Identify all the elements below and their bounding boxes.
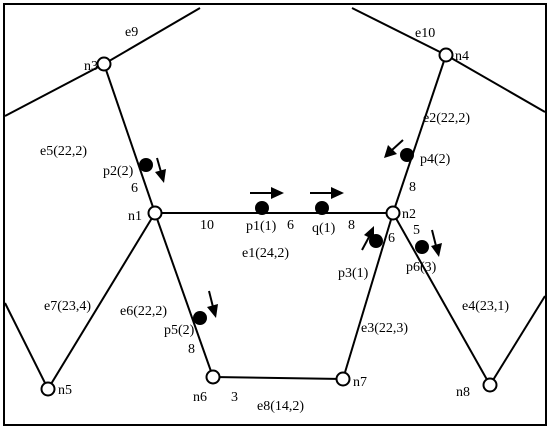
edge-label-e6: e6(22,2) bbox=[120, 304, 167, 319]
edge-e6 bbox=[154, 212, 214, 378]
node-n1 bbox=[147, 205, 163, 221]
edge-e3 bbox=[342, 212, 394, 380]
arrow-down-icon bbox=[431, 229, 442, 257]
edge-e5 bbox=[103, 63, 156, 214]
node-label-n7: n7 bbox=[353, 375, 367, 390]
distance-label: 3 bbox=[231, 390, 238, 405]
node-n6 bbox=[205, 369, 221, 385]
edge-label-e5: e5(22,2) bbox=[40, 144, 87, 159]
object-p1 bbox=[255, 201, 269, 215]
edge-label-e1: e1(24,2) bbox=[242, 246, 289, 261]
object-label-p4: p4(2) bbox=[420, 152, 451, 167]
arrow-up-right-icon bbox=[361, 226, 374, 251]
object-label-p3: p3(1) bbox=[338, 266, 369, 281]
object-label-p2: p2(2) bbox=[103, 164, 134, 179]
object-label-q: q(1) bbox=[312, 221, 336, 236]
edge-label-e10: e10 bbox=[415, 26, 435, 41]
node-label-n3: n3 bbox=[84, 59, 98, 74]
distance-label: 5 bbox=[413, 223, 420, 238]
node-label-n6: n6 bbox=[193, 390, 207, 405]
distance-label: 6 bbox=[287, 218, 294, 233]
edge-n5-left bbox=[4, 302, 49, 390]
object-p4 bbox=[400, 148, 414, 162]
node-label-n2: n2 bbox=[402, 207, 416, 222]
object-label-p5: p5(2) bbox=[164, 323, 195, 338]
object-p2 bbox=[139, 158, 153, 172]
object-label-p6: p6(3) bbox=[406, 260, 437, 275]
object-label-p1: p1(1) bbox=[246, 219, 277, 234]
arrow-right-icon bbox=[310, 187, 344, 199]
node-label-n5: n5 bbox=[58, 383, 72, 398]
edge-e8 bbox=[212, 376, 344, 380]
node-n3 bbox=[96, 56, 112, 72]
object-p5 bbox=[193, 311, 207, 325]
distance-label: 8 bbox=[409, 180, 416, 195]
edge-label-e9: e9 bbox=[125, 25, 138, 40]
distance-label: 6 bbox=[131, 181, 138, 196]
edge-label-e4: e4(23,1) bbox=[462, 299, 509, 314]
arrow-down-left-icon bbox=[384, 139, 404, 158]
edge-e2 bbox=[392, 54, 447, 214]
edge-e4 bbox=[392, 212, 491, 386]
edge-label-e2: e2(22,2) bbox=[423, 111, 470, 126]
node-n7 bbox=[335, 371, 351, 387]
distance-label: 6 bbox=[388, 231, 395, 246]
edge-label-e8: e8(14,2) bbox=[257, 399, 304, 414]
distance-label: 10 bbox=[200, 218, 214, 233]
node-n5 bbox=[40, 381, 56, 397]
edge-e7 bbox=[47, 212, 156, 390]
distance-label: 8 bbox=[348, 218, 355, 233]
arrow-right-icon bbox=[250, 187, 284, 199]
object-p6 bbox=[415, 240, 429, 254]
edge-e9-upper bbox=[103, 7, 201, 65]
object-q bbox=[315, 201, 329, 215]
node-label-n1: n1 bbox=[128, 209, 142, 224]
edge-n8-right bbox=[489, 295, 546, 386]
edge-label-e7: e7(23,4) bbox=[44, 299, 91, 314]
node-n2 bbox=[385, 205, 401, 221]
diagram-frame bbox=[3, 3, 547, 426]
edge-label-e3: e3(22,3) bbox=[361, 321, 408, 336]
distance-label: 8 bbox=[188, 342, 195, 357]
edge-e9-lower bbox=[4, 63, 105, 117]
node-label-n8: n8 bbox=[456, 385, 470, 400]
edge-e10-upper bbox=[351, 7, 447, 56]
node-label-n4: n4 bbox=[455, 49, 469, 64]
node-n4 bbox=[438, 47, 454, 63]
node-n8 bbox=[482, 377, 498, 393]
arrow-down-icon bbox=[155, 157, 166, 183]
arrow-down-icon bbox=[207, 290, 218, 318]
edge-e10-lower bbox=[445, 54, 546, 113]
